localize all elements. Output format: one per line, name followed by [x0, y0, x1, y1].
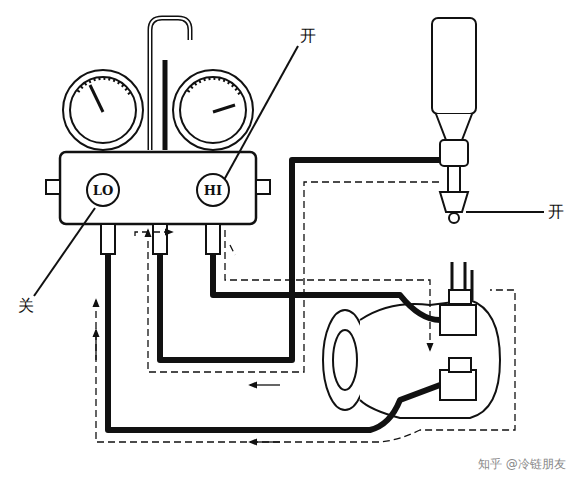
knob-label: HI [204, 183, 222, 198]
valve-state-label: 开 [548, 204, 564, 220]
valve-knob: LO [86, 173, 120, 207]
valve-state-label: 关 [18, 298, 34, 314]
watermark: 知乎 @冷链朋友 [478, 458, 566, 470]
valve-knob: HI [196, 173, 230, 207]
knob-label: LO [93, 183, 113, 198]
valve-state-label: 开 [300, 28, 316, 44]
